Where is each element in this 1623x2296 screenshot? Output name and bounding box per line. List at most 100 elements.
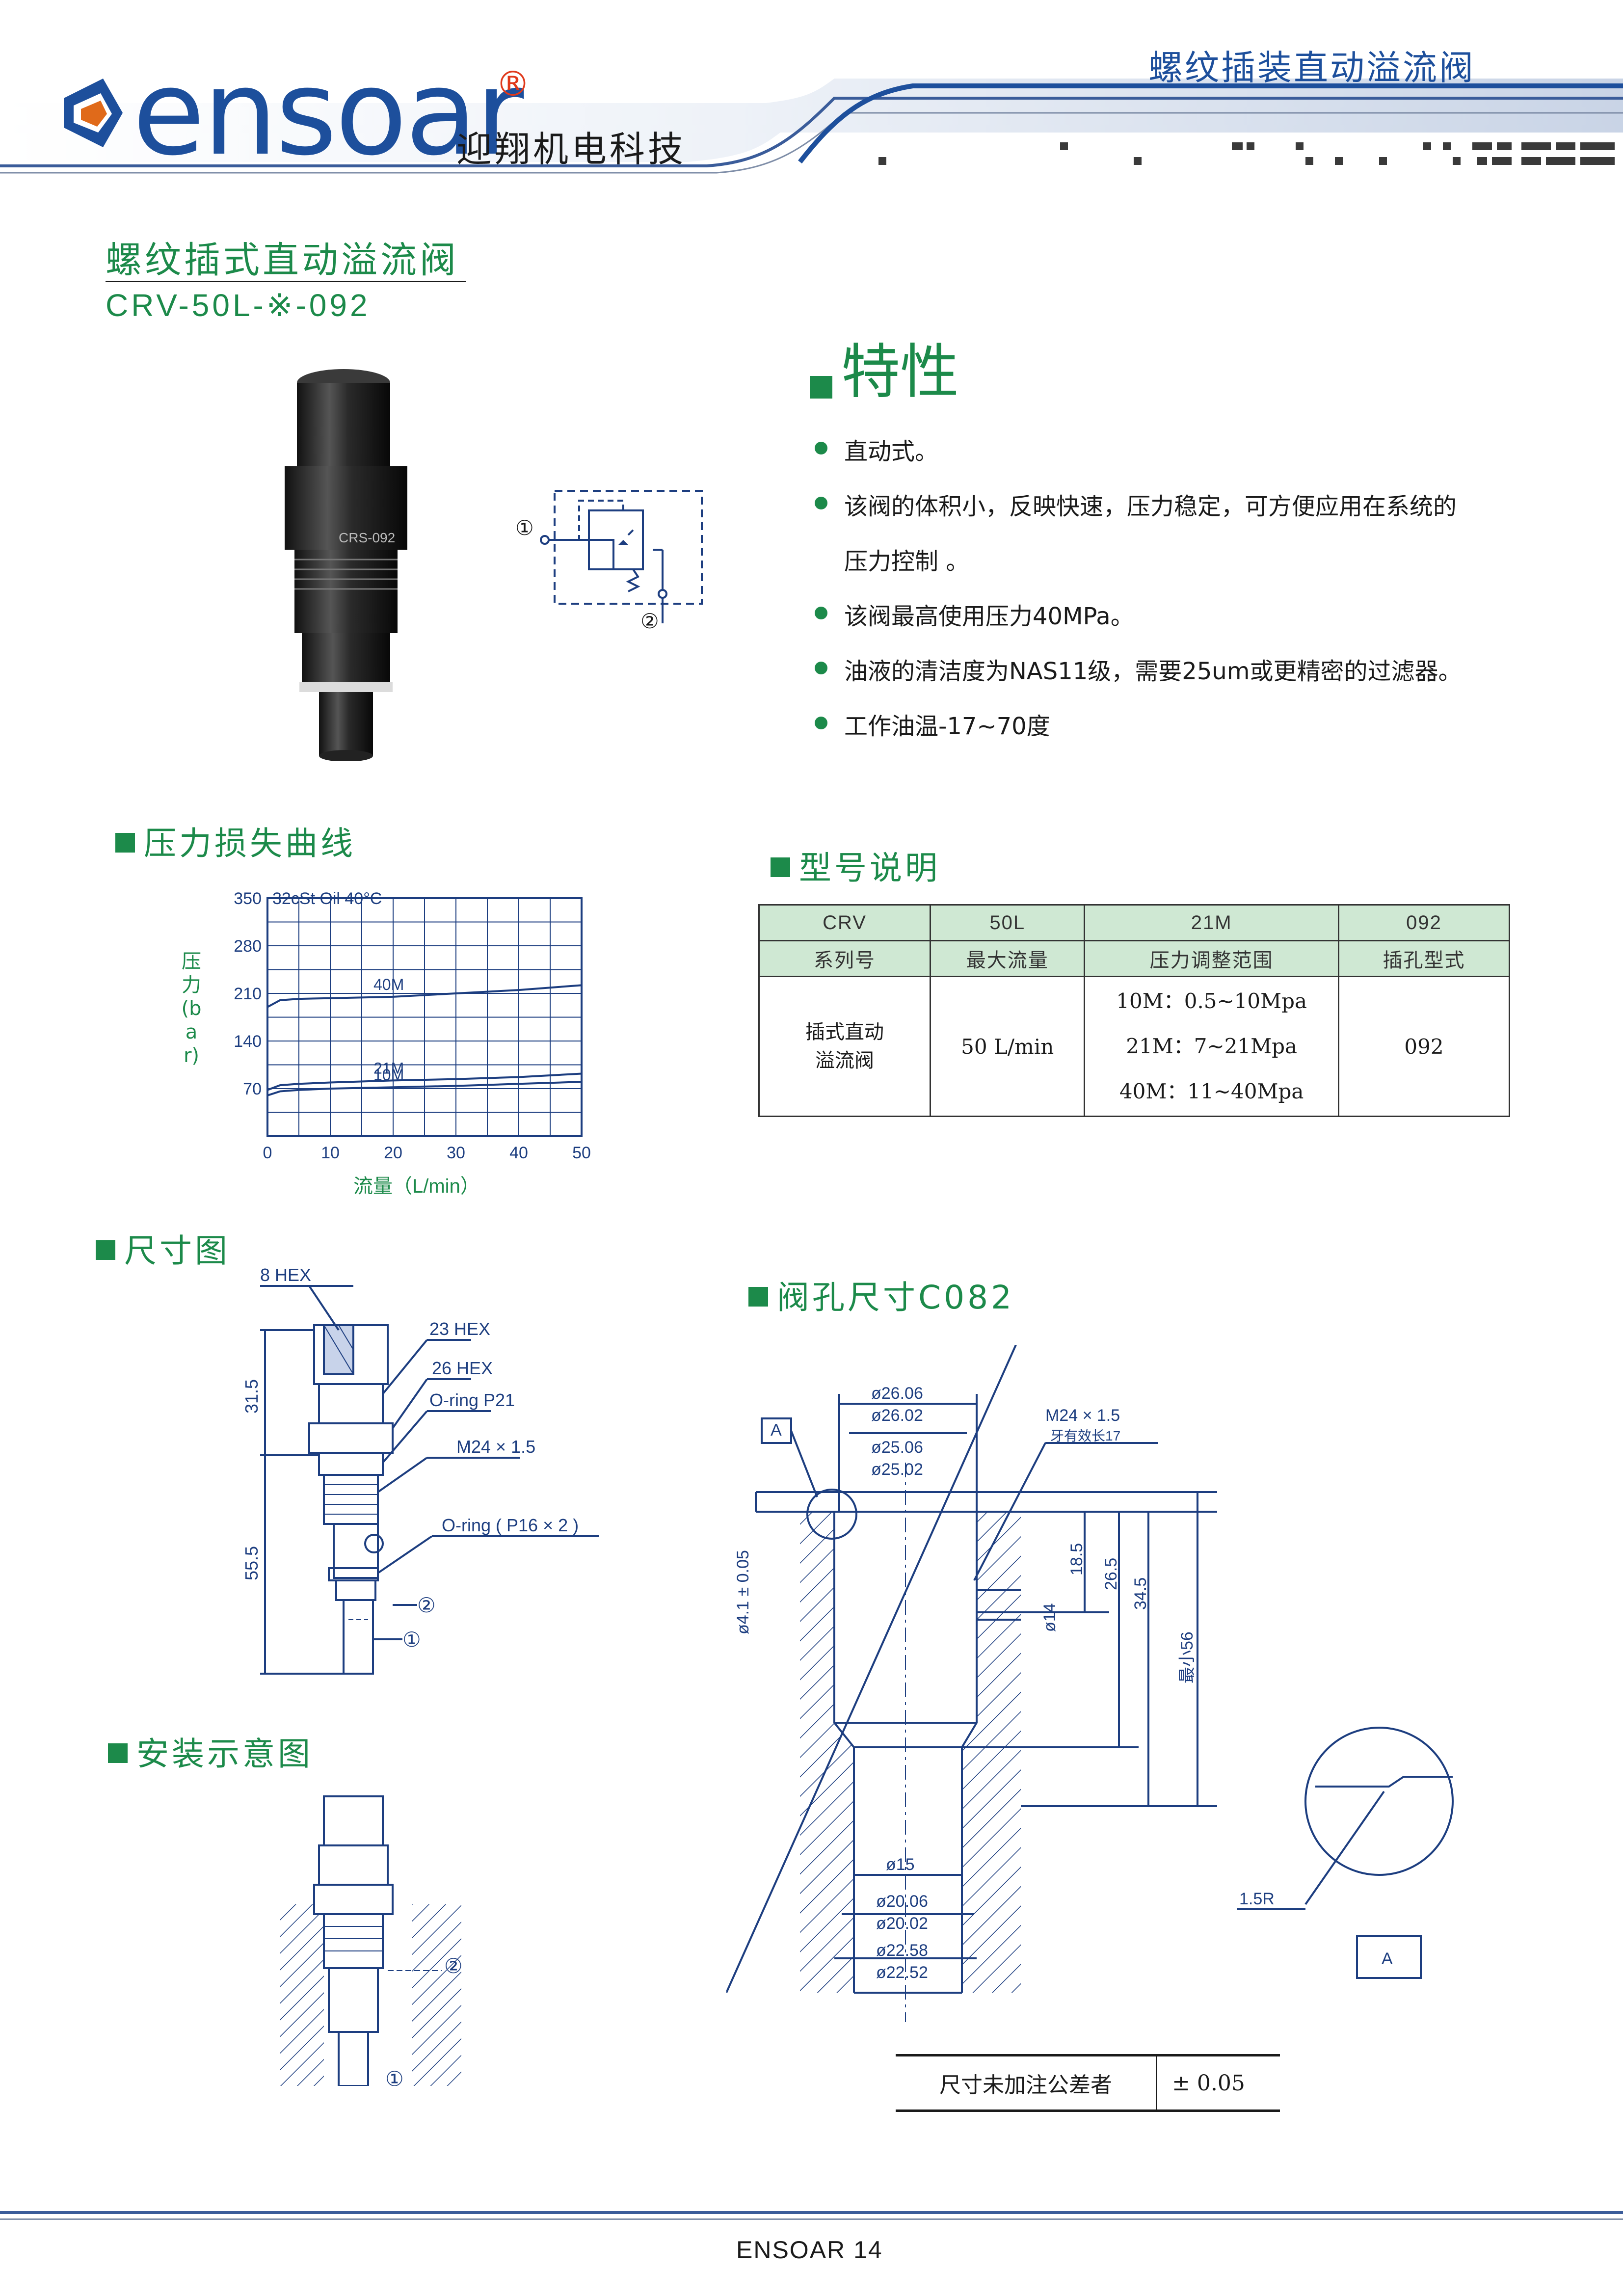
footer-text: ENSOAR 14 xyxy=(736,2236,883,2264)
footer-rule xyxy=(0,2211,1623,2214)
hydraulic-symbol: ① ② xyxy=(515,490,703,633)
series-line-10m xyxy=(267,1081,582,1096)
chart-annotation: 32cSt Oil 40°C xyxy=(272,889,382,908)
cavity-label: ø14 xyxy=(1040,1603,1059,1632)
dim-label: O-ring P21 xyxy=(429,1390,515,1410)
section-marker-icon xyxy=(771,857,790,877)
tolerance-label: 尺寸未加注公差者 xyxy=(896,2055,1157,2111)
bullet-icon xyxy=(815,662,827,674)
cavity-label: ø20.06 xyxy=(876,1892,928,1911)
tolerance-value: ± 0.05 xyxy=(1172,2070,1245,2096)
cavity-drawing: ø26.06 ø26.02 ø25.06 ø25.02 M24 × 1.5 牙有… xyxy=(726,1345,1454,2022)
x-tick-label: 0 xyxy=(263,1144,272,1162)
model-cavity-cell: 092 xyxy=(1337,976,1511,1117)
model-code-cell: 21M xyxy=(1084,904,1339,941)
range-line: 21M：7~21Mpa xyxy=(1126,1034,1298,1058)
model-type-cell: 插式直动 溢流阀 xyxy=(758,976,931,1117)
features-title: 特性 xyxy=(810,324,959,409)
install-title-text: 安装示意图 xyxy=(136,1735,313,1773)
svg-text:CRS-092: CRS-092 xyxy=(339,530,395,545)
cavity-detail-label: A xyxy=(1382,1949,1393,1968)
cavity-label: ø25.02 xyxy=(871,1460,923,1479)
model-code-cell: 50L xyxy=(930,904,1086,941)
x-tick-label: 10 xyxy=(321,1144,340,1162)
features-title-text: 特性 xyxy=(841,338,959,406)
x-tick-label: 40 xyxy=(509,1144,528,1162)
product-photo: CRS-092 xyxy=(285,369,407,761)
feature-item: 该阀的体积小，反映快速，压力稳定，可方便应用在系统的 xyxy=(844,493,1457,520)
x-tick-label: 20 xyxy=(384,1144,402,1162)
cavity-label: ø22.58 xyxy=(876,1941,928,1960)
feature-item: 该阀最高使用压力40MPa。 xyxy=(844,603,1134,630)
model-flow-cell: 50 L/min xyxy=(930,976,1086,1117)
ensoar-logo-icon xyxy=(64,79,123,147)
cavity-label: 最小56 xyxy=(1178,1631,1197,1683)
model-label-cell: 压力调整范围 xyxy=(1084,940,1339,977)
header-swoosh xyxy=(0,79,1623,174)
cavity-label: ø20.02 xyxy=(876,1914,928,1933)
series-label: 40M xyxy=(373,976,404,993)
chart-grid xyxy=(266,897,583,1137)
model-code-cell: 092 xyxy=(1337,904,1511,941)
cavity-label: ø22.52 xyxy=(876,1963,928,1982)
dim-label: 8 HEX xyxy=(260,1266,311,1285)
cavity-label: ø26.02 xyxy=(871,1406,923,1425)
bullet-icon xyxy=(815,607,827,619)
series-label: 10M xyxy=(373,1066,404,1084)
cavity-title: 阀孔尺寸C082 xyxy=(748,1271,1014,1318)
x-tick-label: 30 xyxy=(447,1144,465,1162)
model-table-title-text: 型号说明 xyxy=(799,849,940,887)
section-marker-icon xyxy=(115,832,135,853)
cavity-title-text: 阀孔尺寸C082 xyxy=(777,1279,1015,1316)
feature-item: 直动式。 xyxy=(844,438,939,465)
dim-label: O-ring ( P16 × 2 ) xyxy=(442,1515,579,1535)
model-label-row: 系列号 最大流量 压力调整范围 插孔型式 xyxy=(758,940,1511,977)
pressure-curve-title: 压力损失曲线 xyxy=(115,817,356,864)
dim-label: 26 HEX xyxy=(432,1358,493,1378)
model-label-cell: 系列号 xyxy=(758,940,931,977)
section-marker-icon xyxy=(748,1286,768,1307)
features-section: 特性 直动式。 该阀的体积小，反映快速，压力稳定，可方便应用在系统的 压力控制 … xyxy=(810,324,1575,766)
dim-port-1: ① xyxy=(402,1628,421,1651)
dim-label: 31.5 xyxy=(241,1379,262,1414)
pressure-curve-title-text: 压力损失曲线 xyxy=(144,825,356,862)
feature-item: 油液的清洁度为NAS11级，需要25um或更精密的过滤器。 xyxy=(844,658,1462,685)
bullet-icon xyxy=(815,442,827,454)
install-diagram: ② ① xyxy=(280,1795,463,2086)
series-line-40m xyxy=(267,984,582,1008)
model-table-title: 型号说明 xyxy=(771,842,940,889)
cavity-label: A xyxy=(771,1421,782,1440)
series-title: 螺纹插装直动溢流阀 xyxy=(1148,48,1475,88)
model-value-row: 插式直动 溢流阀 50 L/min 10M：0.5~10Mpa 21M：7~21… xyxy=(758,976,1511,1117)
y-tick-label: 140 xyxy=(234,1032,262,1051)
series-label: 21M xyxy=(373,1059,404,1077)
feature-item: 工作油温-17~70度 xyxy=(844,713,1050,740)
cavity-label: 26.5 xyxy=(1102,1558,1120,1590)
dim-label: M24 × 1.5 xyxy=(456,1437,535,1457)
cavity-label: ø25.06 xyxy=(871,1438,923,1457)
cavity-label: 1.5R xyxy=(1239,1890,1275,1908)
chart-x-label: 流量（L/min） xyxy=(353,1175,480,1197)
symbol-port-2: ② xyxy=(640,610,659,633)
model-table: CRV 50L 21M 092 系列号 最大流量 压力调整范围 插孔型式 插式直… xyxy=(758,904,1511,1117)
product-model: CRV-50L-※-092 xyxy=(106,288,371,323)
series-line-21m xyxy=(267,1072,582,1091)
y-tick-label: 70 xyxy=(243,1080,262,1098)
bullet-icon xyxy=(815,717,827,729)
dim-label: 55.5 xyxy=(241,1546,262,1580)
cavity-label: ø4.1 ± 0.05 xyxy=(734,1550,752,1634)
range-line: 10M：0.5~10Mpa xyxy=(1116,989,1307,1013)
product-name: 螺纹插式直动溢流阀 xyxy=(106,239,459,281)
dim-port-2: ② xyxy=(417,1594,436,1617)
dimension-title-text: 尺寸图 xyxy=(124,1232,230,1270)
registered-mark: ® xyxy=(496,64,530,104)
section-marker-icon xyxy=(108,1743,128,1763)
install-port-1: ① xyxy=(385,2067,404,2086)
symbol-port-1: ① xyxy=(515,516,534,539)
dim-label: 23 HEX xyxy=(429,1319,490,1339)
model-label-cell: 最大流量 xyxy=(930,940,1086,977)
y-tick-label: 350 xyxy=(234,889,262,908)
